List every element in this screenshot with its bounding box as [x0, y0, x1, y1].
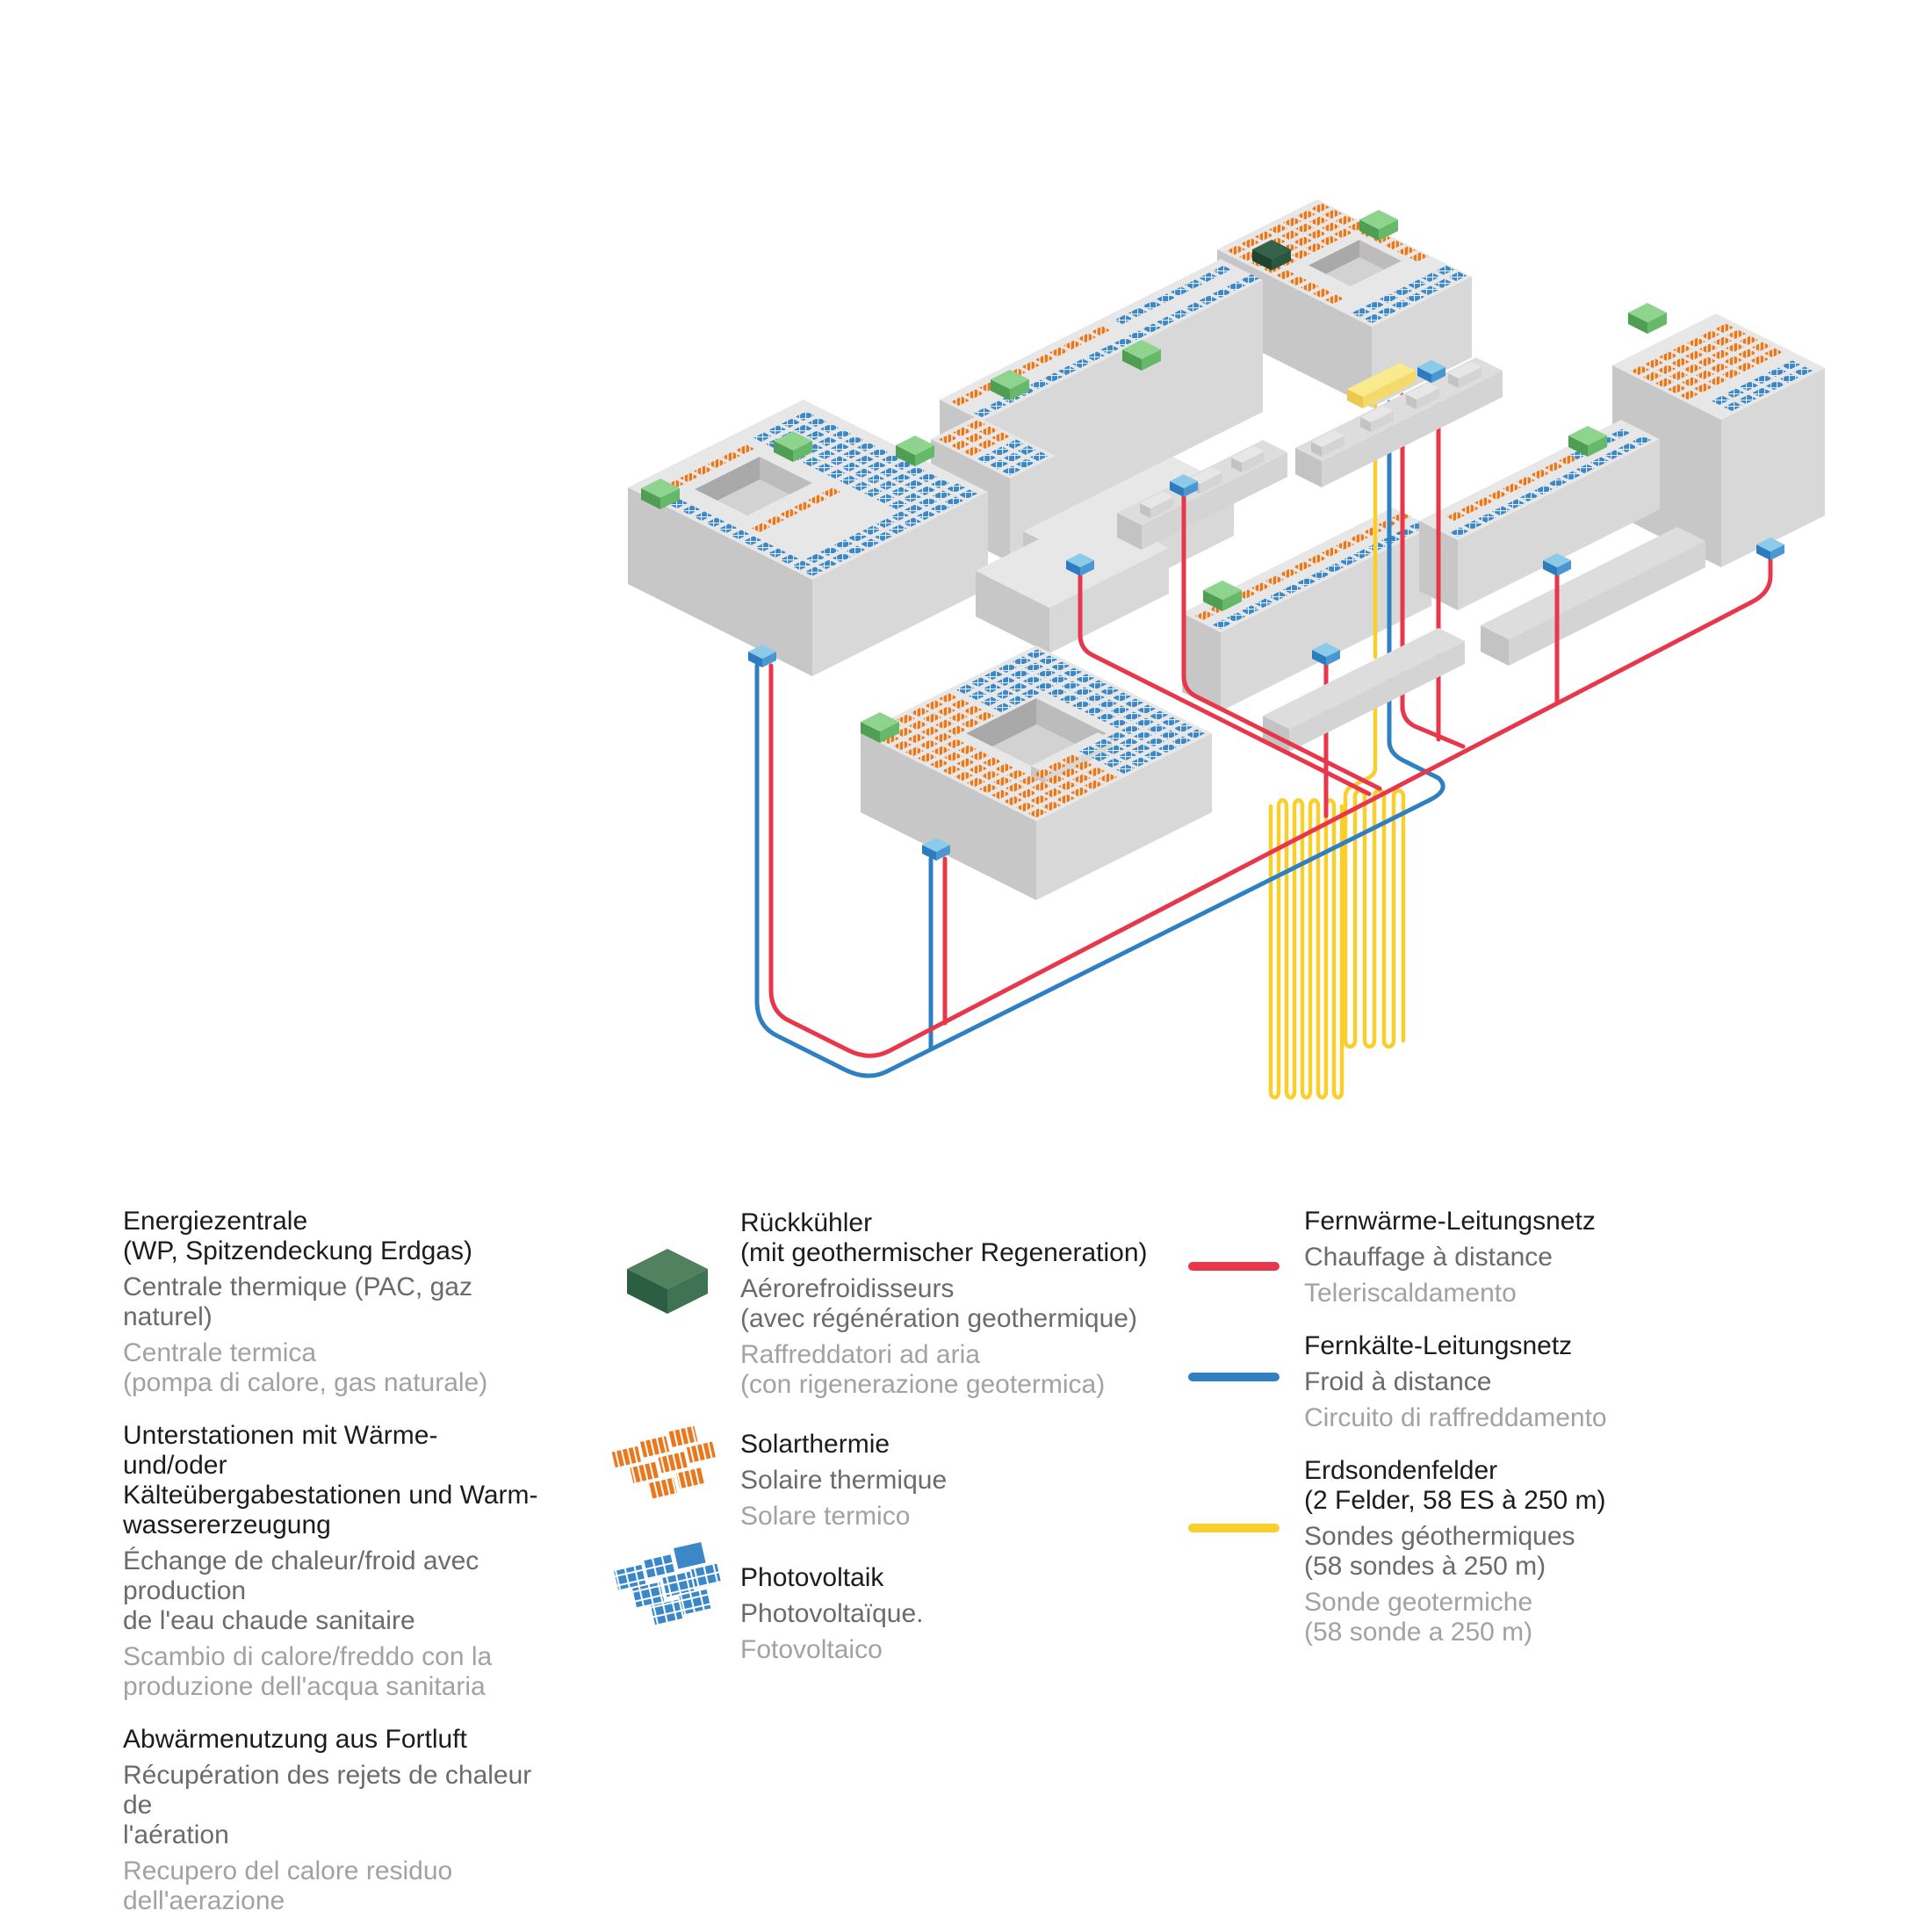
- legend-cooling-network-fr: Froid à distance: [1304, 1367, 1492, 1396]
- building-south-courtyard: [861, 645, 1212, 900]
- legend-cooler-de: Rückkühler (mit geothermischer Regenerat…: [740, 1208, 1148, 1267]
- legend-cooling-network-it: Circuito di raffreddamento: [1304, 1403, 1607, 1432]
- legend-photovoltaic-fr: Photovoltaïque.: [740, 1599, 924, 1628]
- legend-substations: Unterstationen mit Wärme- und/oder Kälte…: [123, 1421, 544, 1702]
- building-bar-right: [1419, 420, 1660, 610]
- legend-column-roof-systems: Rückkühler (mit geothermischer Regenerat…: [740, 1208, 1153, 1688]
- legend-energy-central: Energiezentrale (WP, Spitzendeckung Erdg…: [123, 1207, 544, 1398]
- energy-central-unit: [1347, 363, 1416, 408]
- legend-heating-network-it: Teleriscaldamento: [1304, 1279, 1517, 1308]
- legend-column-sources: Energiezentrale (WP, Spitzendeckung Erdg…: [123, 1207, 544, 1932]
- ground-slab-notched-2: [1295, 357, 1503, 487]
- legend-substations-de: Unterstationen mit Wärme- und/oder Kälte…: [123, 1421, 538, 1539]
- legend-cooler-fr: Aérorefroidisseurs (avec régénération ge…: [740, 1274, 1137, 1333]
- cooling-line-icon: [1188, 1373, 1280, 1381]
- legend-column-networks: Fernwärme-Leitungsnetz Chauffage à dista…: [1304, 1207, 1690, 1670]
- legend-heating-network-fr: Chauffage à distance: [1304, 1243, 1553, 1272]
- legend-solar-thermal: Solarthermie Solaire thermique Solare te…: [740, 1430, 1153, 1532]
- legend-solar-thermal-de: Solarthermie: [740, 1430, 890, 1459]
- legend-probe-fields-it: Sonde geotermiche (58 sonde a 250 m): [1304, 1588, 1533, 1647]
- legend-energy-central-fr: Centrale thermique (PAC, gaz naturel): [123, 1272, 472, 1331]
- legend-solar-thermal-it: Solare termico: [740, 1502, 911, 1531]
- heating-line-icon: [1188, 1262, 1280, 1271]
- ground-slab-notched-1: [1117, 440, 1287, 550]
- cooler-cube-icon: [627, 1249, 708, 1314]
- legend-photovoltaic: Photovoltaik Photovoltaïque. Fotovoltaic…: [740, 1563, 1153, 1665]
- legend-photovoltaic-it: Fotovoltaico: [740, 1635, 883, 1664]
- legend-photovoltaic-de: Photovoltaik: [740, 1563, 884, 1592]
- legend-solar-thermal-fr: Solaire thermique: [740, 1466, 948, 1495]
- legend-substations-it: Scambio di calore/freddo con la produzio…: [123, 1642, 493, 1701]
- legend-cooling-network-de: Fernkälte-Leitungsnetz: [1304, 1331, 1573, 1360]
- legend-heating-network-de: Fernwärme-Leitungsnetz: [1304, 1207, 1596, 1236]
- legend-probe-fields: Erdsondenfelder (2 Felder, 58 ES à 250 m…: [1304, 1456, 1690, 1647]
- legend-energy-central-it: Centrale termica (pompa di calore, gas n…: [123, 1338, 488, 1397]
- legend-heating-network: Fernwärme-Leitungsnetz Chauffage à dista…: [1304, 1207, 1690, 1308]
- building-bar-middle: [1182, 508, 1431, 711]
- legend-cooler: Rückkühler (mit geothermischer Regenerat…: [740, 1208, 1153, 1400]
- ground-slab-plain-1: [1263, 628, 1465, 752]
- legend-waste-heat-it: Recupero del calore residuo dell'aerazio…: [123, 1856, 453, 1915]
- solar-thermal-icon: [611, 1425, 716, 1499]
- legend-substations-fr: Échange de chaleur/froid avec production…: [123, 1546, 479, 1635]
- district-heating-network: [768, 489, 1773, 1058]
- legend-cooler-it: Raffreddatori ad aria (con rigenerazione…: [740, 1340, 1106, 1399]
- legend-cooling-network: Fernkälte-Leitungsnetz Froid à distance …: [1304, 1331, 1690, 1433]
- substation-markers: [748, 360, 1784, 861]
- photovoltaic-icon: [614, 1541, 722, 1626]
- probe-line-icon: [1188, 1524, 1280, 1532]
- legend-waste-heat: Abwärmenutzung aus Fortluft Récupération…: [123, 1725, 544, 1916]
- legend-probe-fields-fr: Sondes géothermiques (58 sondes à 250 m): [1304, 1522, 1575, 1581]
- legend-probe-fields-de: Erdsondenfelder (2 Felder, 58 ES à 250 m…: [1304, 1456, 1606, 1515]
- legend-waste-heat-de: Abwärmenutzung aus Fortluft: [123, 1725, 467, 1754]
- building-left-courtyard: [628, 400, 988, 676]
- legend-energy-central-de: Energiezentrale (WP, Spitzendeckung Erdg…: [123, 1207, 472, 1265]
- legend-waste-heat-fr: Récupération des rejets de chaleur de l'…: [123, 1761, 532, 1849]
- district-cooling-network: [754, 663, 1445, 1078]
